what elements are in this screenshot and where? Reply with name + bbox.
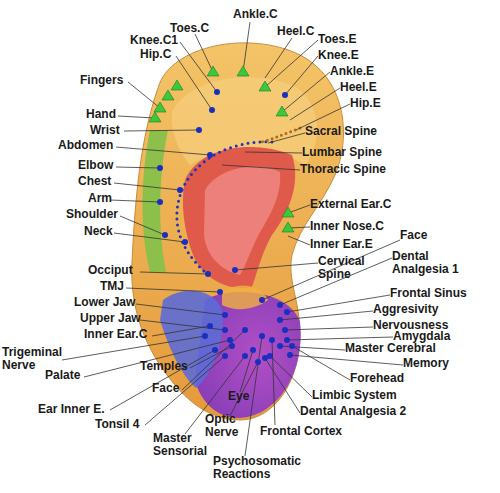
point-label: Lower Jaw <box>74 296 144 309</box>
point-label: Fingers <box>80 74 130 87</box>
point-label: Ankle.E <box>330 65 385 78</box>
point-label: Arm <box>88 192 123 205</box>
point-label: Hip.C <box>140 48 185 61</box>
point-label: Occiput <box>88 264 143 277</box>
conch-inner <box>204 167 280 275</box>
lobe-blue <box>160 291 223 388</box>
point-label: Inner Ear.C <box>84 328 159 341</box>
point-label: Sacral Spine <box>305 125 395 138</box>
point-label: Dental Analgesia 1 <box>392 250 472 276</box>
point-label: Hand <box>86 108 126 121</box>
point-label: Master Cerebral <box>345 342 465 355</box>
point-label: Dental Analgesia 2 <box>300 405 440 418</box>
point-label: Face <box>400 229 440 242</box>
point-label: Inner Nose.C <box>310 220 400 233</box>
point-label: Abdomen <box>58 139 118 152</box>
point-label: Tonsil 4 <box>95 418 150 431</box>
point-label: Face <box>152 382 192 395</box>
point-label: Ear Inner E. <box>38 403 118 416</box>
acupoint-dots <box>157 84 295 365</box>
point-label: External Ear.C <box>310 198 410 211</box>
acupoint-triangles <box>149 66 294 232</box>
spine-dots <box>177 142 272 272</box>
point-label: Neck <box>84 225 124 238</box>
point-label: Upper Jaw <box>80 312 150 325</box>
point-label: Thoracic Spine <box>300 163 400 176</box>
point-label: Frontal Sinus <box>390 287 490 300</box>
point-label: Psychosomatic Reactions <box>213 455 308 481</box>
point-label: TMJ <box>100 280 135 293</box>
point-label: Chest <box>78 175 123 188</box>
point-label: Aggresivity <box>373 303 473 316</box>
point-label: Knee.C1 <box>130 34 185 47</box>
point-label: Inner Ear.E <box>310 238 400 251</box>
point-label: Memory <box>403 357 473 370</box>
antitragus <box>222 286 268 310</box>
point-label: Forehead <box>350 372 430 385</box>
point-label: Palate <box>45 369 90 382</box>
point-label: Master Sensorial <box>153 432 218 458</box>
point-label: Frontal Cortex <box>260 425 370 438</box>
point-label: Eye <box>228 390 258 403</box>
point-label: Hip.E <box>350 97 400 110</box>
point-label: Lumbar Spine <box>302 146 392 159</box>
point-label: Wrist <box>90 124 130 137</box>
point-label: Temples <box>140 360 195 373</box>
point-label: Optic Nerve <box>205 413 250 439</box>
point-label: Limbic System <box>312 389 412 402</box>
point-label: Shoulder <box>66 208 126 221</box>
point-label: Heel.E <box>340 81 395 94</box>
point-label: Toes.E <box>318 33 368 46</box>
point-label: Elbow <box>78 159 123 172</box>
point-label: Knee.E <box>318 49 368 62</box>
point-label: Ankle.C <box>233 8 293 21</box>
point-label: Cervical Spine <box>318 255 373 281</box>
